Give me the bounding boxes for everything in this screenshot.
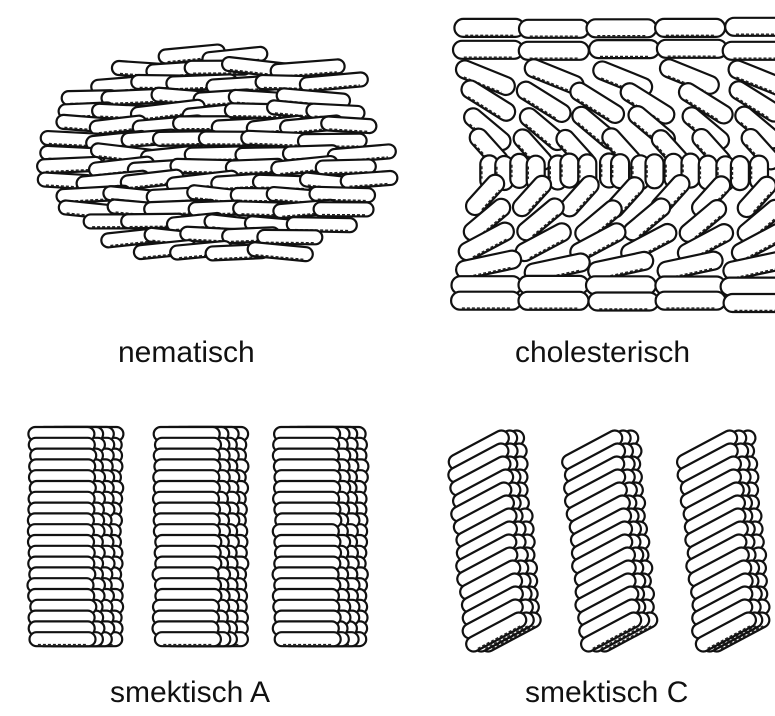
cholesteric-rod — [519, 20, 589, 38]
smectic-a-illustration — [5, 420, 375, 650]
cholesteric-rod — [589, 293, 659, 311]
cholesteric-rod — [454, 19, 524, 37]
nematic-rod-cluster — [15, 45, 365, 265]
cholesteric-rod — [655, 19, 725, 37]
cholesteric-rod — [510, 154, 528, 188]
smectic-c-rod-layers — [430, 420, 775, 650]
nematic-label: nematisch — [118, 336, 255, 370]
smectic-a-rod — [30, 632, 96, 646]
cholesteric-rod — [725, 18, 775, 36]
cholesteric-rod — [453, 41, 523, 59]
cholesteric-rod — [721, 278, 775, 296]
cholesteric-rod — [587, 19, 657, 37]
cholesteric-rod — [646, 154, 664, 188]
smectic-a-rod — [155, 632, 221, 646]
cholesteric-rod — [656, 292, 726, 310]
smectic-a-rod-layers — [5, 420, 375, 650]
cholesteric-rod — [560, 154, 578, 188]
nematic-rod — [340, 170, 398, 188]
smectic-a-rod — [275, 632, 341, 646]
cholesteric-rod-stack — [470, 10, 775, 310]
cholesteric-rod — [724, 294, 775, 312]
smectic-a-label: smektisch A — [110, 676, 270, 710]
cholesteric-rod — [451, 292, 521, 310]
cholesteric-rod — [519, 42, 589, 60]
cholesteric-rod — [589, 40, 659, 58]
cholesteric-rod — [657, 40, 727, 58]
cholesteric-illustration — [470, 10, 775, 310]
nematic-illustration — [15, 45, 365, 265]
smectic-c-illustration — [430, 420, 775, 650]
nematic-rod — [257, 230, 322, 245]
cholesteric-rod — [731, 156, 749, 190]
smectic-c-label: smektisch C — [525, 676, 688, 710]
cholesteric-rod — [519, 292, 589, 310]
cholesteric-label: cholesterisch — [515, 336, 690, 370]
nematic-rod — [314, 202, 374, 216]
cholesteric-rod — [723, 42, 775, 60]
nematic-rod — [321, 116, 377, 133]
